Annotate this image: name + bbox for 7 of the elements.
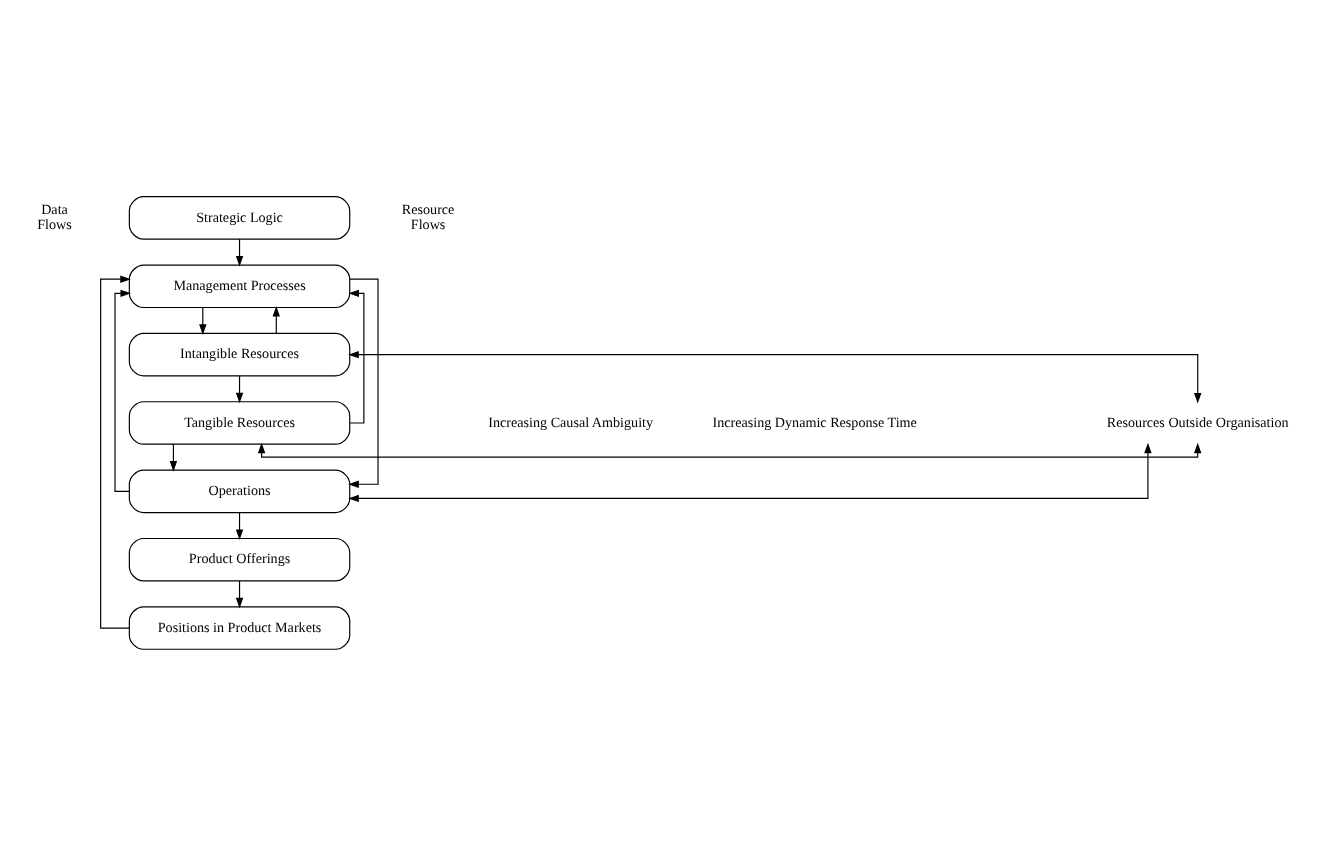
arrow <box>348 278 379 488</box>
arrow <box>348 442 1152 503</box>
arrow <box>257 442 1202 458</box>
arrow <box>348 289 365 424</box>
arrow <box>100 275 131 629</box>
arrow <box>348 350 1202 404</box>
arrow <box>114 289 132 492</box>
